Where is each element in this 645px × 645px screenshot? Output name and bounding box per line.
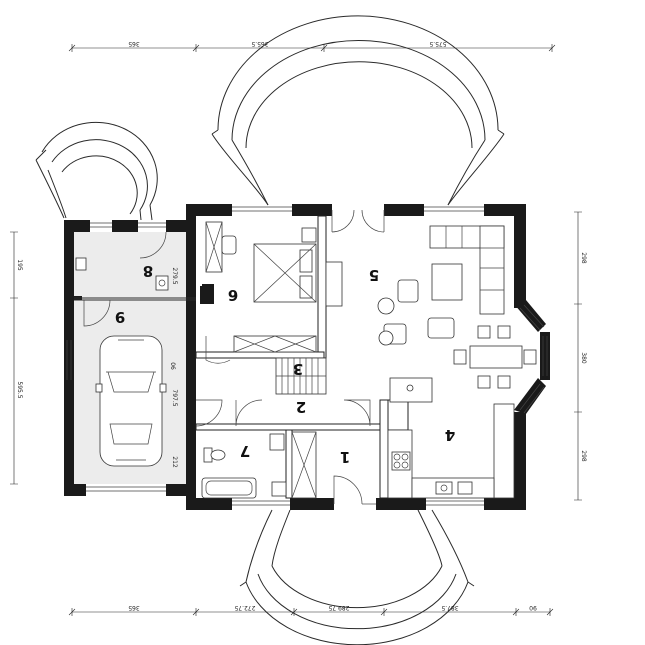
room-label-9: 9 [115,308,125,326]
bottom-dimension-line [68,608,554,616]
washbasin-icon [269,433,287,497]
room-label-6: 6 [228,286,238,304]
sink-icon [435,481,473,495]
fireplace-icon [325,261,343,307]
dim-bottom-1: 365 [128,604,140,611]
staircase-icon [275,357,327,395]
dim-inner-1: 279.5 [171,267,178,284]
room-label-4: 4 [445,426,455,444]
dim-top-1: 365 [128,40,140,47]
right-dimension-line [574,211,582,501]
dim-inner-2: 06 [169,362,176,370]
windows [66,206,548,506]
dim-top-3: 575.5 [429,40,446,47]
armchair-icon [377,279,455,346]
wardrobe-icon [233,335,317,353]
bed-icon [253,243,317,303]
dim-bottom-5: 90 [529,604,537,611]
garage-fixtures [75,257,212,304]
dim-bottom-2: 272.75 [234,604,255,611]
dim-top-2: 365.5 [251,40,268,47]
room-label-3: 3 [293,360,303,378]
garage-terrace-arcs [35,121,158,221]
room-label-8: 8 [143,262,153,280]
coffee-table-icon [431,263,463,301]
sofa-icon [429,225,505,315]
boiler-icon [291,431,317,499]
dim-right-3: 298 [580,450,587,462]
dim-bottom-4: 387.5 [441,604,458,611]
room-label-2: 2 [296,398,306,416]
stove-icon [391,451,411,471]
dim-bottom-3: 289.75 [328,604,349,611]
toilet-icon [203,447,226,463]
dining-table-icon [453,325,537,389]
dim-left-1: 195 [16,259,23,271]
bathtub-icon [201,477,257,499]
room-label-5: 5 [369,266,379,284]
dim-right-2: 380 [580,352,587,364]
dim-inner-4: 212 [171,456,178,468]
dim-inner-3: 797.5 [171,389,178,406]
bottom-terrace-arcs [239,509,475,645]
left-dimension-line [10,231,18,485]
doors [83,209,385,505]
exterior-walls [64,204,550,510]
room-label-1: 1 [340,448,350,466]
top-terrace-arcs [211,15,505,206]
desk-icon [205,221,317,273]
top-dimension-line [68,44,556,52]
dim-left-2: 595.5 [16,381,23,398]
dim-right-1: 298 [580,252,587,264]
car-icon [95,335,167,467]
room-label-7: 7 [240,442,250,460]
kitchen-island-icon [389,377,433,403]
